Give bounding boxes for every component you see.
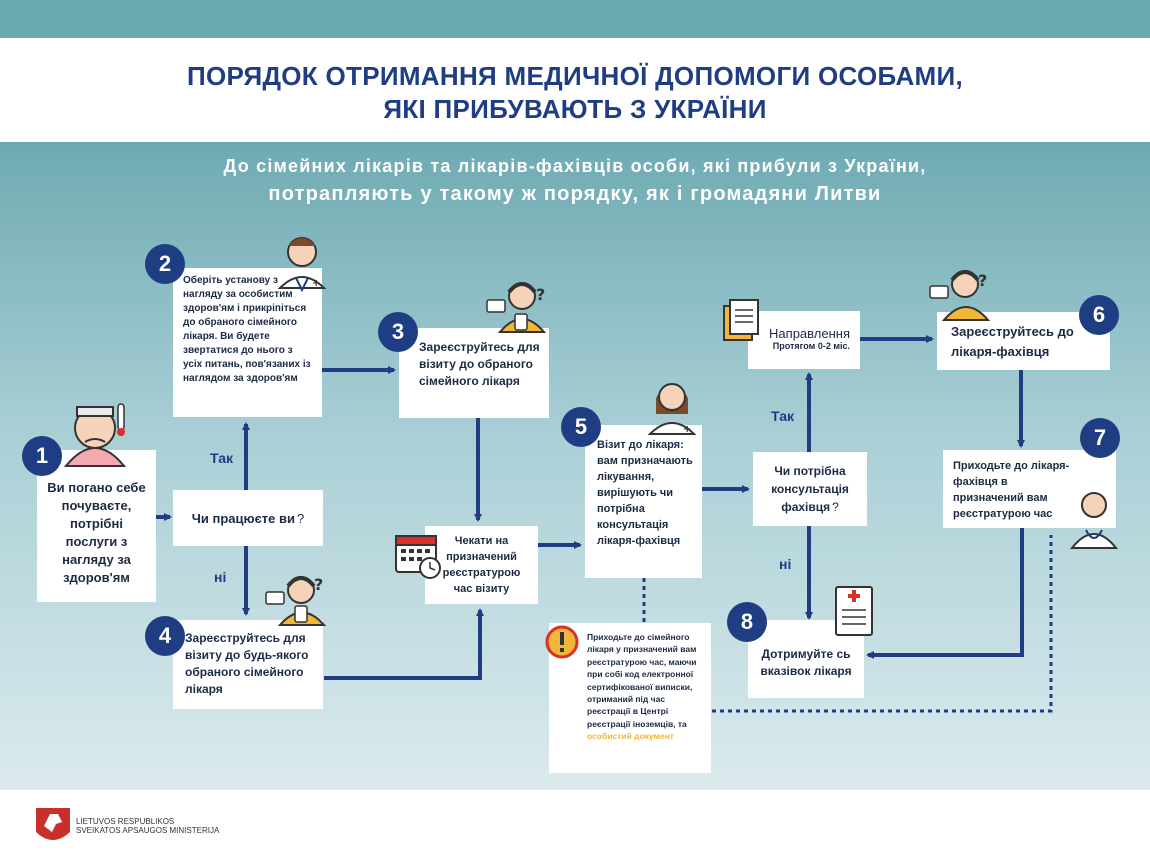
decision-work-mark: ? [297, 510, 305, 526]
step-badge-3: 3 [378, 312, 418, 352]
step-badge-7: 7 [1080, 418, 1120, 458]
documents-icon [723, 299, 759, 341]
step-4-box: Зареєструйтесь для візиту до будь-якого … [173, 620, 323, 709]
decision-work-box: Чи працюєте ви? [173, 490, 323, 546]
person-phone-icon-3: ? [486, 282, 547, 333]
medical-report-icon [835, 586, 873, 636]
doctor-icon-2: + [277, 237, 327, 293]
decision-work-text: Чи працюєте ви [191, 510, 295, 526]
header [0, 38, 1150, 142]
doctor-icon-5: + [647, 383, 697, 435]
arrow-7-to-8 [866, 528, 1024, 659]
sick-person-icon [63, 403, 127, 467]
referral-box: Направлення Протягом 0-2 міс. [748, 311, 860, 369]
ministry-line-2: SVEIKATOS APSAUGOS MINISTERIJA [76, 826, 220, 835]
referral-title: Направлення [769, 326, 850, 341]
title-line-1: ПОРЯДОК ОТРИМАННЯ МЕДИЧНОЇ ДОПОМОГИ ОСОБ… [186, 61, 964, 91]
wait-text: Чекати на призначений реєстратурою час в… [442, 535, 521, 595]
decision-consult-mark: ? [832, 500, 839, 514]
label-no-consult: ні [779, 556, 792, 572]
decision-consult-box: Чи потрібна консультація фахівця? [753, 452, 867, 526]
arrow-4-to-wait [324, 608, 484, 680]
step-7-text: Приходьте до лікаря-фахівця в призначени… [953, 460, 1070, 520]
step-badge-1: 1 [22, 436, 62, 476]
calendar-clock-icon [395, 535, 441, 579]
step-badge-8: 8 [727, 602, 767, 642]
warning-icon [545, 625, 579, 659]
referral-sub: Протягом 0-2 міс. [772, 341, 850, 351]
step-badge-4: 4 [145, 616, 185, 656]
step-5-box: Візит до лікаря: вам призначають лікуван… [585, 425, 702, 578]
step-5-text: Візит до лікаря: вам призначають лікуван… [597, 439, 693, 547]
title-line-2: ЯКІ ПРИБУВАЮТЬ З УКРАЇНИ [383, 94, 767, 124]
step-8-text: Дотримуйте сь вказівок лікаря [760, 647, 852, 678]
person-phone-icon-4: ? [265, 575, 327, 626]
svg-text:+: + [312, 278, 320, 289]
doctor-icon-7 [1069, 492, 1119, 549]
ministry-name: LIETUVOS RESPUBLIKOS SVEIKATOS APSAUGOS … [76, 817, 219, 835]
page-title: ПОРЯДОК ОТРИМАННЯ МЕДИЧНОЇ ДОПОМОГИ ОСОБ… [0, 60, 1150, 126]
step-3-text: Зареєструйтесь для візиту до обраного сі… [419, 340, 540, 388]
step-3-box: Зареєструйтесь для візиту до обраного сі… [399, 328, 549, 418]
label-yes-consult: Так [771, 408, 794, 424]
step-badge-6: 6 [1079, 295, 1119, 335]
wait-box: Чекати на призначений реєстратурою час в… [425, 526, 538, 604]
top-bar [0, 0, 1150, 38]
label-yes-work: Так [210, 450, 233, 466]
step-badge-2: 2 [145, 244, 185, 284]
step-1-text: Ви погано себе почуваєте, потрібні послу… [47, 480, 146, 585]
svg-text:+: + [683, 424, 691, 435]
step-8-box: Дотримуйте сь вказівок лікаря [748, 620, 864, 698]
step-6-text: Зареєструйтесь до лікаря-фахівця [951, 324, 1074, 359]
subtitle-line-1: До сімейних лікарів та лікарів-фахівців … [223, 156, 927, 176]
dotted-note-to-7 [712, 535, 1053, 713]
step-4-text: Зареєструйтесь для візиту до будь-якого … [185, 631, 309, 696]
step-badge-5: 5 [561, 407, 601, 447]
decision-consult-text: Чи потрібна консультація фахівця [771, 464, 849, 514]
subtitle-line-2: потрапляють у такому ж порядку, як і гро… [268, 183, 882, 205]
svg-text:?: ? [314, 575, 323, 594]
subtitle: До сімейних лікарів та лікарів-фахівців … [0, 152, 1150, 208]
step-2-box: Оберіть установу з нагляду за особистим … [173, 268, 322, 417]
step-2-text: Оберіть установу з нагляду за особистим … [183, 275, 311, 384]
person-phone-icon-6: ? [929, 270, 991, 321]
note-text: Приходьте до сімейного лікаря у призначе… [587, 632, 697, 729]
label-no-work: ні [214, 569, 227, 585]
note-highlight: особистий документ [587, 731, 674, 742]
ministry-line-1: LIETUVOS RESPUBLIKOS [76, 817, 175, 826]
svg-text:?: ? [536, 285, 545, 304]
footer [0, 790, 1150, 853]
svg-text:?: ? [978, 271, 987, 290]
step-1-box: Ви погано себе почуваєте, потрібні послу… [37, 450, 156, 602]
